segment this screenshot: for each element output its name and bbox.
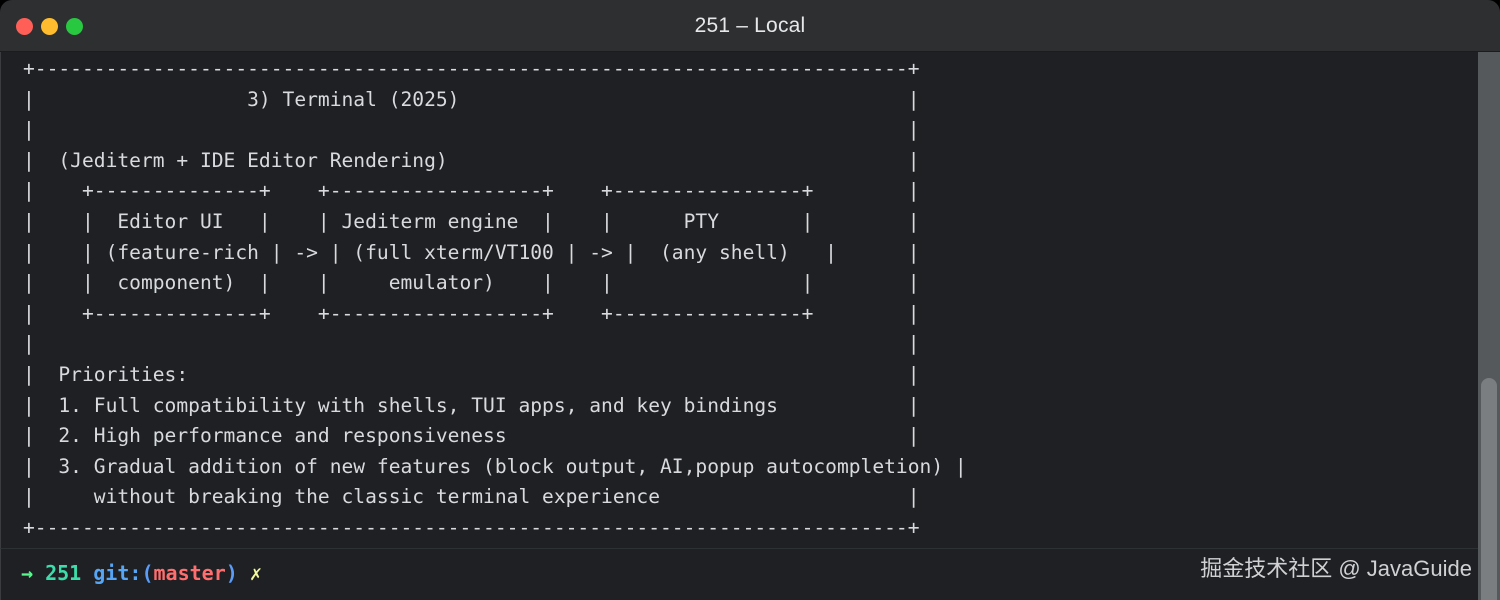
window-title: 251 – Local xyxy=(694,14,806,37)
prompt-number: 251 xyxy=(45,561,82,585)
terminal-prompt-area[interactable]: → 251 git:(master) ✗ xyxy=(0,548,1500,600)
window-titlebar[interactable]: 251 – Local xyxy=(0,0,1500,52)
prompt-close-paren: ) xyxy=(225,561,238,585)
minimize-window-button[interactable] xyxy=(41,18,58,35)
vertical-scrollbar[interactable] xyxy=(1478,52,1500,600)
vertical-scrollbar-thumb[interactable] xyxy=(1481,378,1497,600)
terminal-ascii-diagram: +---------------------------------------… xyxy=(23,57,967,539)
prompt-arrow-icon: → xyxy=(21,561,34,585)
terminal-output-area[interactable]: +---------------------------------------… xyxy=(0,52,1500,548)
maximize-window-button[interactable] xyxy=(66,18,83,35)
window-controls xyxy=(16,18,83,35)
prompt-git-label: git: xyxy=(93,561,142,585)
prompt-git-branch: master xyxy=(153,561,226,585)
prompt-dirty-marker-icon: ✗ xyxy=(249,561,262,585)
terminal-scroll-region[interactable]: +---------------------------------------… xyxy=(1,52,1471,548)
prompt-open-paren: ( xyxy=(141,561,154,585)
close-window-button[interactable] xyxy=(16,18,33,35)
shell-prompt[interactable]: → 251 git:(master) ✗ xyxy=(21,560,262,586)
watermark-text: 掘金技术社区 @ JavaGuide xyxy=(1200,556,1472,581)
